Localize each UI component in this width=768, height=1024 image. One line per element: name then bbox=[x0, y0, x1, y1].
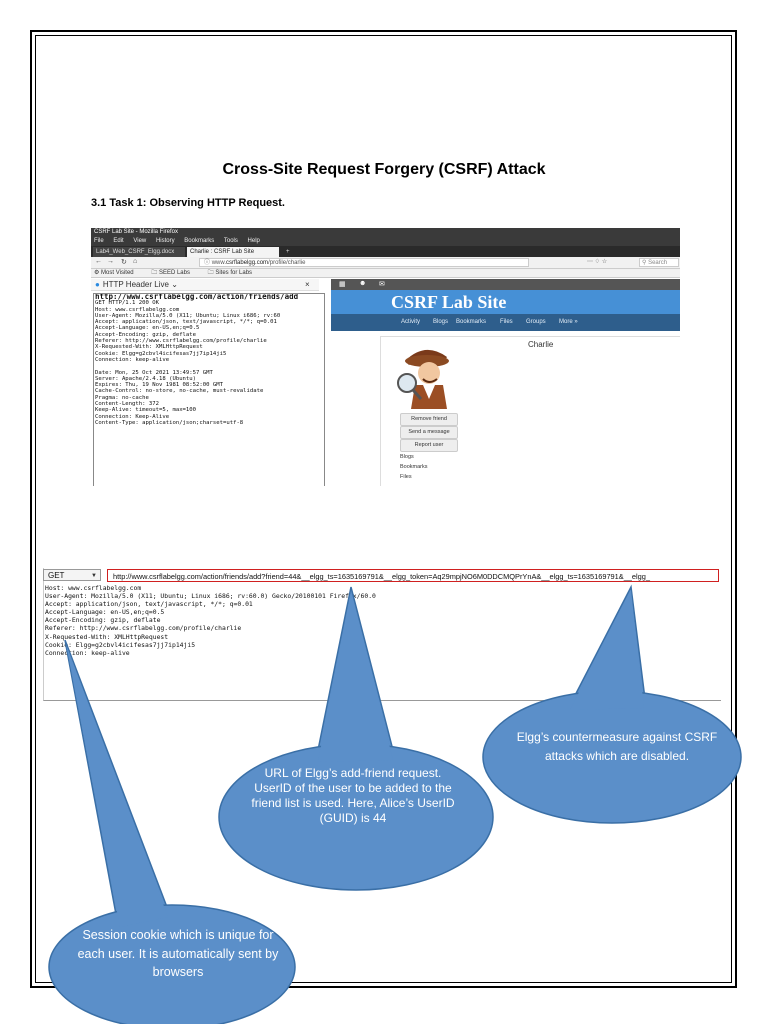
sidebar-header[interactable]: ●HTTP Header Live ⌄ bbox=[91, 279, 319, 291]
nav-bookmarks[interactable]: Bookmarks bbox=[456, 319, 487, 325]
send-message-button[interactable]: Send a message bbox=[400, 426, 458, 439]
reload-icon[interactable]: ↻ bbox=[121, 259, 127, 266]
nav-activity[interactable]: Activity bbox=[401, 319, 421, 325]
header-text: http://www.csrflabelgg.com/action/friend… bbox=[95, 294, 323, 426]
info-icon: ⓘ bbox=[204, 260, 211, 266]
search-placeholder: Search bbox=[648, 260, 668, 266]
menu-edit[interactable]: Edit bbox=[113, 238, 124, 244]
back-icon[interactable]: ← bbox=[95, 258, 102, 265]
bookmark-seed-labs[interactable]: 🗀 SEED Labs bbox=[151, 270, 190, 276]
home-icon[interactable]: ⌂ bbox=[133, 258, 138, 265]
search-box[interactable]: ⚲ Search bbox=[639, 258, 679, 267]
search-icon: ⚲ bbox=[642, 260, 647, 266]
header-lines: GET HTTP/1.1 200 OK Host: www.csrflabelg… bbox=[95, 300, 281, 426]
more-icon[interactable]: ⋯ bbox=[587, 259, 593, 265]
menu-history[interactable]: History bbox=[155, 238, 175, 244]
nav-blogs[interactable]: Blogs bbox=[433, 319, 449, 325]
pocket-icon[interactable]: ♢ bbox=[594, 259, 601, 265]
page-actions: ⋯ ♢ ☆ bbox=[587, 258, 607, 267]
forward-icon[interactable]: → bbox=[107, 258, 114, 265]
profile-name: Charlie bbox=[528, 340, 554, 349]
chevron-down-icon: ⌄ bbox=[171, 280, 178, 289]
method-value: GET bbox=[48, 571, 65, 580]
firefox-screenshot: CSRF Lab Site - Mozilla Firefox File Edi… bbox=[91, 228, 680, 486]
menu-help[interactable]: Help bbox=[247, 238, 260, 244]
nav-more[interactable]: More » bbox=[559, 319, 578, 325]
nav-groups[interactable]: Groups bbox=[526, 319, 546, 325]
star-icon[interactable]: ☆ bbox=[601, 259, 608, 265]
url-path: /profile/charlie bbox=[268, 260, 306, 266]
page-border-inner bbox=[35, 35, 732, 983]
page-border-outer bbox=[30, 30, 737, 988]
menu-bar: File Edit View History Bookmarks Tools H… bbox=[91, 237, 680, 246]
menu-view[interactable]: View bbox=[133, 238, 147, 244]
menu-tools[interactable]: Tools bbox=[223, 238, 238, 244]
nav-files[interactable]: Files bbox=[500, 319, 513, 325]
profile-link-blogs[interactable]: Blogs bbox=[400, 454, 414, 460]
method-select[interactable]: GET ▼ bbox=[43, 569, 101, 581]
url-host: csrflabelgg.com bbox=[226, 260, 269, 266]
elgg-topbar: ▦ ☻ ✉ bbox=[331, 279, 680, 290]
countermeasure-callout-text: Elgg’s countermeasure against CSRF attac… bbox=[516, 730, 718, 763]
section-heading: 3.1 Task 1: Observing HTTP Request. bbox=[91, 197, 285, 209]
sidebar-close-icon[interactable]: × bbox=[305, 280, 310, 289]
request-url[interactable]: http://www.csrflabelgg.com/action/friend… bbox=[107, 569, 719, 582]
tab-strip: Lab4_Web_CSRF_Elgg.docx Charlie : CSRF L… bbox=[91, 246, 680, 257]
document-title: Cross-Site Request Forgery (CSRF) Attack bbox=[222, 161, 546, 178]
bookmark-sites-for-labs[interactable]: 🗀 Sites for Labs bbox=[207, 270, 253, 276]
tab-charlie[interactable]: Charlie : CSRF Lab Site bbox=[187, 247, 279, 257]
menu-file[interactable]: File bbox=[94, 238, 104, 244]
header-request-url: http://www.csrflabelgg.com/action/friend… bbox=[95, 294, 299, 301]
bookmarks-bar: ⚙ Most Visited 🗀 SEED Labs 🗀 Sites for L… bbox=[91, 269, 680, 278]
elgg-logo-icon[interactable]: ▦ bbox=[339, 281, 346, 288]
request-headers: Host: www.csrflabelgg.com User-Agent: Mo… bbox=[45, 584, 376, 657]
mail-icon[interactable]: ✉ bbox=[379, 281, 385, 288]
cookie-callout-text: Session cookie which is unique for each … bbox=[77, 928, 279, 979]
report-user-button[interactable]: Report user bbox=[400, 439, 458, 452]
tab-lab-doc[interactable]: Lab4_Web_CSRF_Elgg.docx bbox=[93, 247, 185, 257]
site-name[interactable]: CSRF Lab Site bbox=[391, 292, 507, 312]
window-title: CSRF Lab Site - Mozilla Firefox bbox=[91, 228, 680, 237]
sidebar-title: HTTP Header Live bbox=[102, 280, 169, 289]
remove-friend-button[interactable]: Remove friend bbox=[400, 413, 458, 426]
site-nav: Activity Blogs Bookmarks Files Groups Mo… bbox=[331, 314, 680, 331]
bookmark-most-visited[interactable]: ⚙ Most Visited bbox=[94, 270, 134, 276]
chevron-down-icon: ▼ bbox=[91, 573, 97, 579]
url-callout-text: URL of Elgg’s add-friend request. UserID… bbox=[251, 766, 455, 825]
detective-avatar bbox=[393, 339, 457, 409]
url-bar[interactable]: ⓘ www.csrflabelgg.com/profile/charlie bbox=[199, 258, 529, 267]
header-panel bbox=[93, 293, 325, 486]
new-tab-button[interactable]: + bbox=[286, 249, 290, 255]
profile-link-bookmarks[interactable]: Bookmarks bbox=[400, 464, 428, 470]
site-banner: CSRF Lab Site bbox=[331, 290, 680, 314]
url-prefix: www. bbox=[211, 260, 227, 266]
header-live-icon: ● bbox=[95, 280, 100, 289]
profile-link-files[interactable]: Files bbox=[400, 474, 412, 480]
friends-icon[interactable]: ☻ bbox=[359, 280, 367, 287]
menu-bookmarks[interactable]: Bookmarks bbox=[184, 238, 215, 244]
